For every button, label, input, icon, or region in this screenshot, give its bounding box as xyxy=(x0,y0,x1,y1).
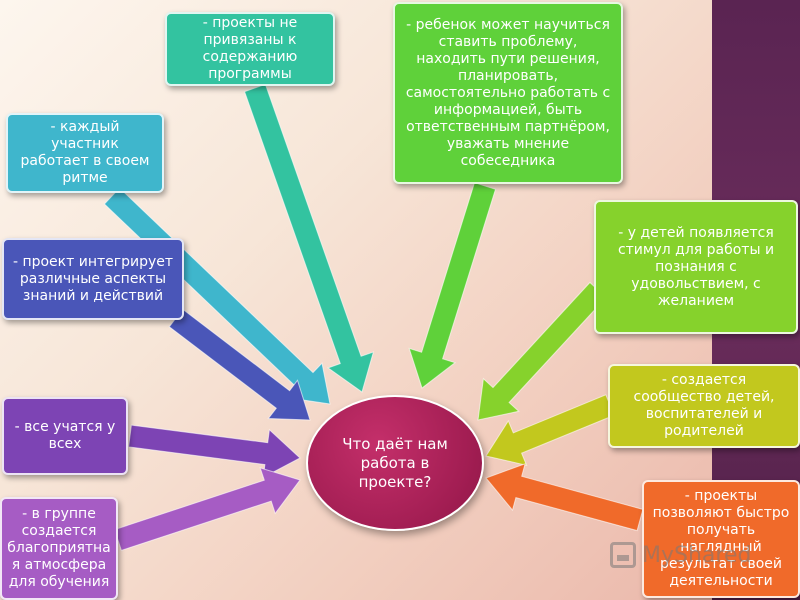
box-text: - в группе создается благоприятна я атмо… xyxy=(7,506,111,590)
box-everyone-learns: - все учатся у всех xyxy=(2,397,128,475)
box-text: - проекты позволяют быстро получать нагл… xyxy=(652,488,790,589)
box-text: - создается сообщество детей, воспитател… xyxy=(633,372,775,439)
box-text: - ребенок может научиться ставить пробле… xyxy=(405,16,611,169)
center-question-circle: Что даёт нам работа в проекте? xyxy=(306,395,484,531)
box-text: - у детей появляется стимул для работы и… xyxy=(617,224,775,309)
center-text: Что даёт нам работа в проекте? xyxy=(342,434,448,491)
box-integrates-knowledge: - проект интегрирует различные аспекты з… xyxy=(2,238,184,320)
arrow-child xyxy=(408,182,497,389)
arrow-stimulus xyxy=(477,281,607,421)
arrow-results xyxy=(485,463,644,532)
box-text: - проект интегрирует различные аспекты з… xyxy=(12,253,174,304)
arrow-atmosphere xyxy=(113,467,301,552)
box-visible-results: - проекты позволяют быстро получать нагл… xyxy=(642,480,800,598)
box-children-stimulus: - у детей появляется стимул для работы и… xyxy=(594,200,798,334)
box-projects-not-tied: - проекты не привязаны к содержанию прог… xyxy=(165,12,335,86)
box-own-rhythm: - каждый участник работает в своем ритме xyxy=(6,113,164,193)
box-child-skills: - ребенок может научиться ставить пробле… xyxy=(393,2,623,184)
arrow-learn xyxy=(128,424,301,479)
watermark: MyShared xyxy=(610,537,780,573)
arrow-integrates xyxy=(168,308,311,421)
watermark-text: MyShared xyxy=(642,542,752,568)
box-text: - каждый участник работает в своем ритме xyxy=(20,119,150,186)
box-community: - создается сообщество детей, воспитател… xyxy=(608,364,800,448)
myshared-logo-icon xyxy=(610,542,636,568)
box-atmosphere: - в группе создается благоприятна я атмо… xyxy=(0,497,118,600)
box-text: - проекты не привязаны к содержанию прог… xyxy=(202,15,298,82)
arrow-program xyxy=(243,83,375,393)
arrow-community xyxy=(485,394,615,467)
box-text: - все учатся у всех xyxy=(14,419,116,452)
